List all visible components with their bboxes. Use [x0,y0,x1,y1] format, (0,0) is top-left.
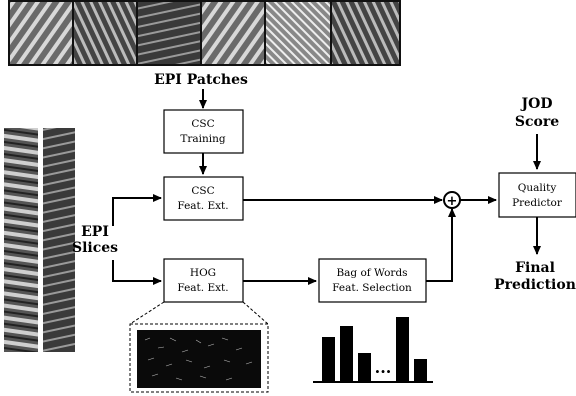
svg-text:Bag of Words: Bag of Words [336,267,407,279]
epi-patches-label: EPI Patches [154,72,248,88]
epi-patch-5 [266,2,330,64]
epi-slice-2 [43,128,75,352]
quality-predictor-box: Quality Predictor [498,172,576,218]
svg-text:+: + [447,194,458,209]
svg-text:Predictor: Predictor [512,197,563,209]
svg-text:Feat. Selection: Feat. Selection [332,282,412,294]
hog-feature-image [137,330,261,388]
epi-patch-6 [332,2,399,64]
histogram-bar [340,326,353,382]
svg-text:Feat. Ext.: Feat. Ext. [177,200,228,212]
histogram-ellipsis: ... [375,358,392,377]
hog-feat-ext-box: HOG Feat. Ext. [163,258,244,303]
epi-patch-2 [74,2,136,64]
svg-text:CSC: CSC [191,185,214,197]
circled-plus-icon: + [443,191,461,209]
csc-training-box: CSC Training [163,109,244,154]
final-prediction-label-1: Final [515,260,555,276]
bag-of-words-histogram: ... [313,317,433,383]
histogram-bar [322,337,335,382]
svg-text:Feat. Ext.: Feat. Ext. [177,282,228,294]
jod-score-label-1: JOD [520,96,553,112]
csc-feat-ext-box: CSC Feat. Ext. [163,176,244,221]
svg-text:Quality: Quality [518,182,557,194]
epi-slice-images [4,128,75,352]
svg-text:HOG: HOG [190,267,216,279]
epi-slices-label-1: EPI [81,224,109,240]
epi-patch-strip [8,0,401,66]
epi-slices-label-2: Slices [72,240,118,256]
epi-patch-4 [202,2,264,64]
histogram-bar [414,359,427,382]
epi-slice-1 [4,128,38,352]
epi-patch-3 [138,2,200,64]
svg-text:Training: Training [180,133,226,145]
histogram-bar [396,317,409,382]
svg-text:CSC: CSC [191,118,214,130]
histogram-bar [358,353,371,382]
jod-score-label-2: Score [515,114,559,130]
final-prediction-label-2: Prediction [494,277,576,293]
epi-patch-1 [10,2,72,64]
bag-of-words-box: Bag of Words Feat. Selection [318,258,427,303]
